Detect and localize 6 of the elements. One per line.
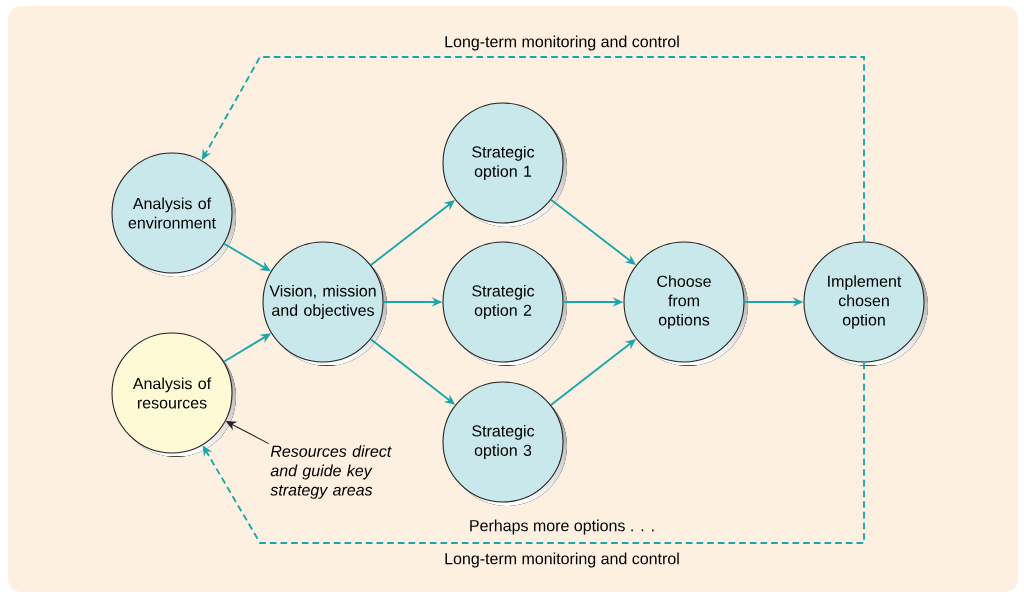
arrow xyxy=(201,56,865,243)
edge-label: Long-term monitoring and control xyxy=(442,551,682,569)
edge-label: Long-term monitoring and control xyxy=(442,34,682,52)
annotation-text: Resources direct and guide key strategy areas xyxy=(270,445,392,499)
arrow xyxy=(202,361,865,544)
note-text: Perhaps more options . . . xyxy=(470,519,654,535)
